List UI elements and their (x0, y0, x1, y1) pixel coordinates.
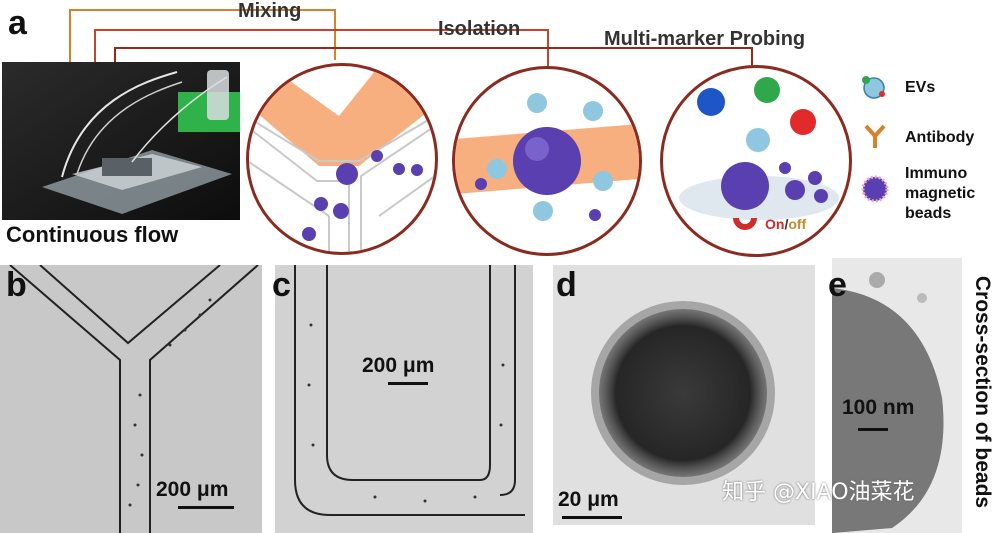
panel-e-side-label: Cross-section of beads (971, 275, 994, 509)
probing-circle: On/off (660, 65, 852, 257)
legend-antibody: Antibody (905, 129, 975, 146)
magnet-on-text: On (765, 216, 785, 232)
legend-ev-icon (862, 76, 885, 99)
mixing-circle (246, 63, 438, 255)
panel-letter-c: c (272, 266, 291, 304)
legend-bead-icon (861, 175, 889, 203)
panel-d-scale-bar (562, 516, 622, 519)
legend-beads-line3: beads (905, 205, 952, 222)
panel-e-scale-text: 100 nm (842, 396, 915, 419)
panel-e-scale-bar (858, 428, 888, 431)
panel-c-scale-text: 200 μm (362, 354, 435, 377)
step-label-isolation: Isolation (438, 18, 521, 40)
panel-b-scale-text: 200 μm (156, 478, 229, 501)
legend-beads-line2: magnetic (905, 185, 976, 202)
step-label-mixing: Mixing (238, 0, 302, 22)
legend-beads: Immuno magnetic beads (905, 164, 975, 224)
step-label-probing: Multi-marker Probing (604, 28, 806, 50)
panel-d (553, 265, 815, 525)
panel-letter-d: d (556, 266, 577, 304)
panel-b-scale-bar (178, 506, 234, 509)
watermark: 知乎 @XIAO油菜花 (722, 480, 915, 505)
panel-letter-b: b (6, 266, 27, 304)
legend-beads-line1: Immuno (905, 165, 968, 182)
magnet-off-text: off (788, 216, 807, 232)
legend-evs: EVs (905, 79, 936, 96)
panel-d-scale-text: 20 μm (558, 488, 619, 511)
device-photo (2, 62, 240, 220)
isolation-circle (452, 66, 642, 256)
panel-letter-a: a (8, 4, 27, 42)
caption-continuous-flow: Continuous flow (6, 222, 179, 247)
panel-c-scale-bar (388, 382, 428, 385)
panel-b (0, 265, 262, 533)
panel-letter-e: e (828, 266, 847, 304)
panel-c (275, 265, 533, 533)
panel-a: a Mixing Isolation Multi-marker Probing … (0, 0, 1000, 258)
legend-antibody-icon (864, 124, 886, 148)
panel-e (832, 258, 962, 533)
magnet-onoff-label: On/off (765, 216, 806, 232)
magnet-sep-text: / (784, 216, 789, 232)
